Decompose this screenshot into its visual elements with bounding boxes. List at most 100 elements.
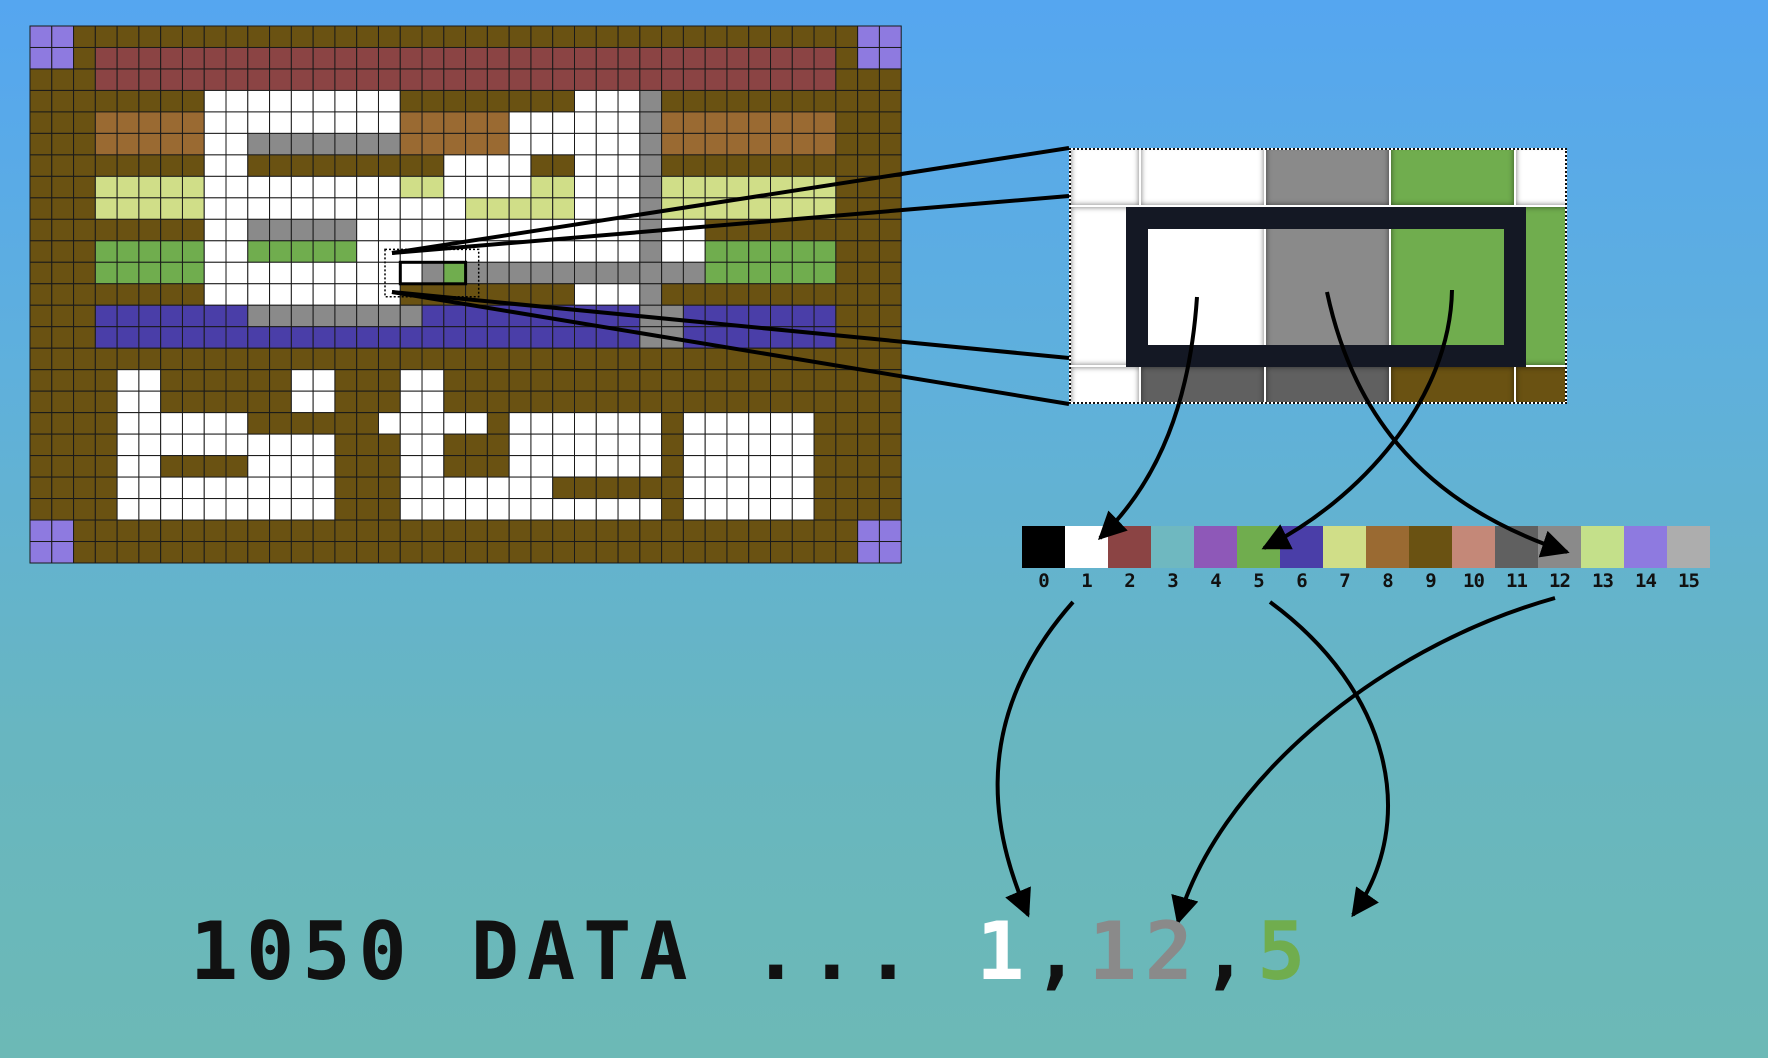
logo-pixel xyxy=(617,25,641,48)
logo-pixel xyxy=(312,347,336,371)
logo-pixel xyxy=(617,326,641,349)
logo-pixel xyxy=(269,283,292,306)
logo-pixel xyxy=(94,89,118,113)
logo-pixel xyxy=(661,175,684,199)
logo-pixel xyxy=(421,175,445,199)
logo-pixel xyxy=(181,111,205,134)
logo-pixel xyxy=(770,218,793,242)
logo-pixel xyxy=(160,68,183,91)
logo-pixel xyxy=(138,347,162,371)
logo-pixel xyxy=(94,197,118,220)
logo-pixel xyxy=(399,154,423,177)
logo-pixel xyxy=(356,175,379,199)
logo-pixel xyxy=(73,132,96,156)
logo-pixel xyxy=(247,476,271,500)
logo-pixel xyxy=(312,46,336,70)
logo-pixel xyxy=(552,283,575,306)
logo-pixel xyxy=(530,412,554,435)
logo-pixel xyxy=(116,89,140,113)
logo-pixel xyxy=(356,283,379,306)
logo-pixel xyxy=(29,218,53,242)
logo-pixel xyxy=(857,283,880,306)
logo-pixel xyxy=(443,476,467,500)
logo-pixel xyxy=(94,390,118,414)
logo-pixel xyxy=(116,498,140,521)
logo-pixel xyxy=(508,111,532,134)
logo-pixel xyxy=(726,455,750,478)
logo-pixel xyxy=(813,541,837,564)
logo-pixel xyxy=(138,175,162,199)
logo-pixel xyxy=(748,240,772,263)
logo-pixel xyxy=(530,369,554,392)
logo-pixel xyxy=(726,46,750,70)
logo-pixel xyxy=(878,218,902,242)
logo-pixel xyxy=(552,89,575,113)
logo-pixel xyxy=(377,476,401,500)
logo-pixel xyxy=(356,498,379,521)
data-line-prefix: 1050 DATA ... xyxy=(190,905,977,998)
logo-pixel xyxy=(465,25,488,48)
logo-pixel xyxy=(312,240,336,263)
logo-pixel xyxy=(770,89,793,113)
logo-pixel xyxy=(704,46,728,70)
logo-pixel xyxy=(595,68,619,91)
logo-pixel xyxy=(356,240,379,263)
logo-pixel xyxy=(486,369,510,392)
logo-pixel xyxy=(290,326,314,349)
logo-pixel xyxy=(748,541,772,564)
logo-pixel xyxy=(290,25,314,48)
logo-pixel xyxy=(574,390,597,414)
palette-index-label: 15 xyxy=(1678,570,1700,592)
palette-swatch-7 xyxy=(1323,526,1366,568)
logo-pixel xyxy=(203,455,227,478)
logo-pixel xyxy=(181,132,205,156)
logo-pixel xyxy=(290,369,314,392)
logo-pixel xyxy=(552,218,575,242)
logo-pixel xyxy=(486,412,510,435)
logo-pixel xyxy=(73,369,96,392)
logo-pixel xyxy=(552,369,575,392)
logo-pixel xyxy=(639,455,663,478)
logo-pixel xyxy=(595,326,619,349)
logo-pixel xyxy=(421,240,445,263)
logo-pixel xyxy=(225,197,249,220)
logo-pixel xyxy=(269,111,292,134)
logo-pixel xyxy=(486,283,510,306)
logo-pixel xyxy=(225,283,249,306)
logo-pixel xyxy=(399,476,423,500)
logo-pixel xyxy=(290,433,314,457)
logo-pixel xyxy=(443,132,467,156)
logo-pixel xyxy=(225,25,249,48)
logo-pixel xyxy=(73,154,96,177)
logo-pixel xyxy=(29,132,53,156)
logo-pixel xyxy=(334,369,358,392)
logo-pixel xyxy=(269,304,292,328)
palette-swatch-9 xyxy=(1409,526,1452,568)
logo-pixel xyxy=(878,347,902,371)
logo-pixel xyxy=(791,111,815,134)
logo-pixel xyxy=(661,433,684,457)
logo-pixel xyxy=(247,240,271,263)
logo-pixel xyxy=(508,261,532,285)
logo-pixel xyxy=(574,175,597,199)
logo-pixel xyxy=(878,390,902,414)
logo-pixel xyxy=(530,283,554,306)
logo-pixel xyxy=(682,197,706,220)
logo-pixel xyxy=(51,369,75,392)
logo-pixel xyxy=(29,433,53,457)
logo-pixel xyxy=(661,412,684,435)
logo-pixel xyxy=(269,498,292,521)
logo-pixel xyxy=(138,498,162,521)
logo-pixel xyxy=(682,390,706,414)
logo-pixel xyxy=(73,46,96,70)
logo-pixel xyxy=(530,519,554,543)
logo-pixel xyxy=(857,261,880,285)
logo-pixel xyxy=(574,498,597,521)
logo-pixel xyxy=(791,498,815,521)
logo-pixel xyxy=(334,283,358,306)
logo-pixel xyxy=(748,25,772,48)
logo-pixel xyxy=(857,175,880,199)
logo-pixel xyxy=(770,369,793,392)
logo-pixel xyxy=(269,541,292,564)
logo-pixel xyxy=(878,154,902,177)
